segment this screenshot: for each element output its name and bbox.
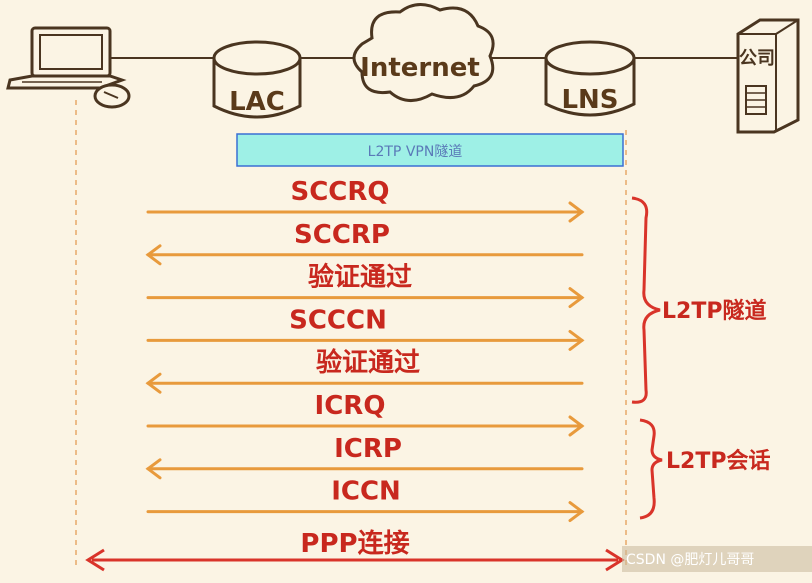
ppp-connection-label: PPP连接 <box>300 529 409 559</box>
message-sequence: SCCRQ SCCRP 验证通过 SCCCN 验证通过 ICRQ ICRP ICCN <box>145 177 585 523</box>
lac-router-icon <box>212 40 302 119</box>
message-arrowhead-4 <box>568 329 585 351</box>
message-arrowhead-6 <box>568 415 585 437</box>
message-arrowhead-7 <box>145 458 162 480</box>
watermark-text: CSDN @肥灯儿哥哥 <box>626 552 754 568</box>
vpn-tunnel-label: L2TP VPN隧道 <box>368 144 463 160</box>
message-label-6: ICRQ <box>315 391 386 421</box>
internet-cloud-icon <box>352 3 495 102</box>
message-arrowhead-2 <box>145 244 162 266</box>
lns-label: LNS <box>561 85 618 115</box>
internet-label: Internet <box>360 53 480 83</box>
message-label-1: SCCRQ <box>290 177 389 207</box>
laptop-icon <box>6 26 127 90</box>
message-arrowhead-5 <box>145 372 162 394</box>
message-arrowhead-8 <box>568 501 585 523</box>
message-label-8: ICCN <box>331 477 401 507</box>
mouse-icon <box>93 83 131 109</box>
lns-router-icon <box>544 40 636 117</box>
session-bracket <box>639 418 663 520</box>
message-label-7: ICRP <box>334 434 402 464</box>
server-label: 公司 <box>739 48 775 69</box>
message-label-5: 验证通过 <box>316 347 420 378</box>
tunnel-bracket <box>631 196 661 404</box>
message-arrowhead-1 <box>568 201 585 223</box>
session-bracket-label: L2TP会话 <box>666 448 770 474</box>
message-label-2: SCCRP <box>294 220 390 250</box>
message-label-4: SCCCN <box>289 305 387 335</box>
vpn-tunnel-banner <box>236 133 624 167</box>
lac-label: LAC <box>229 87 285 117</box>
server-icon <box>736 18 800 134</box>
message-label-3: 验证通过 <box>308 262 412 293</box>
tunnel-bracket-label: L2TP隧道 <box>662 298 766 324</box>
watermark-background <box>622 546 812 572</box>
message-arrowhead-3 <box>568 287 585 309</box>
